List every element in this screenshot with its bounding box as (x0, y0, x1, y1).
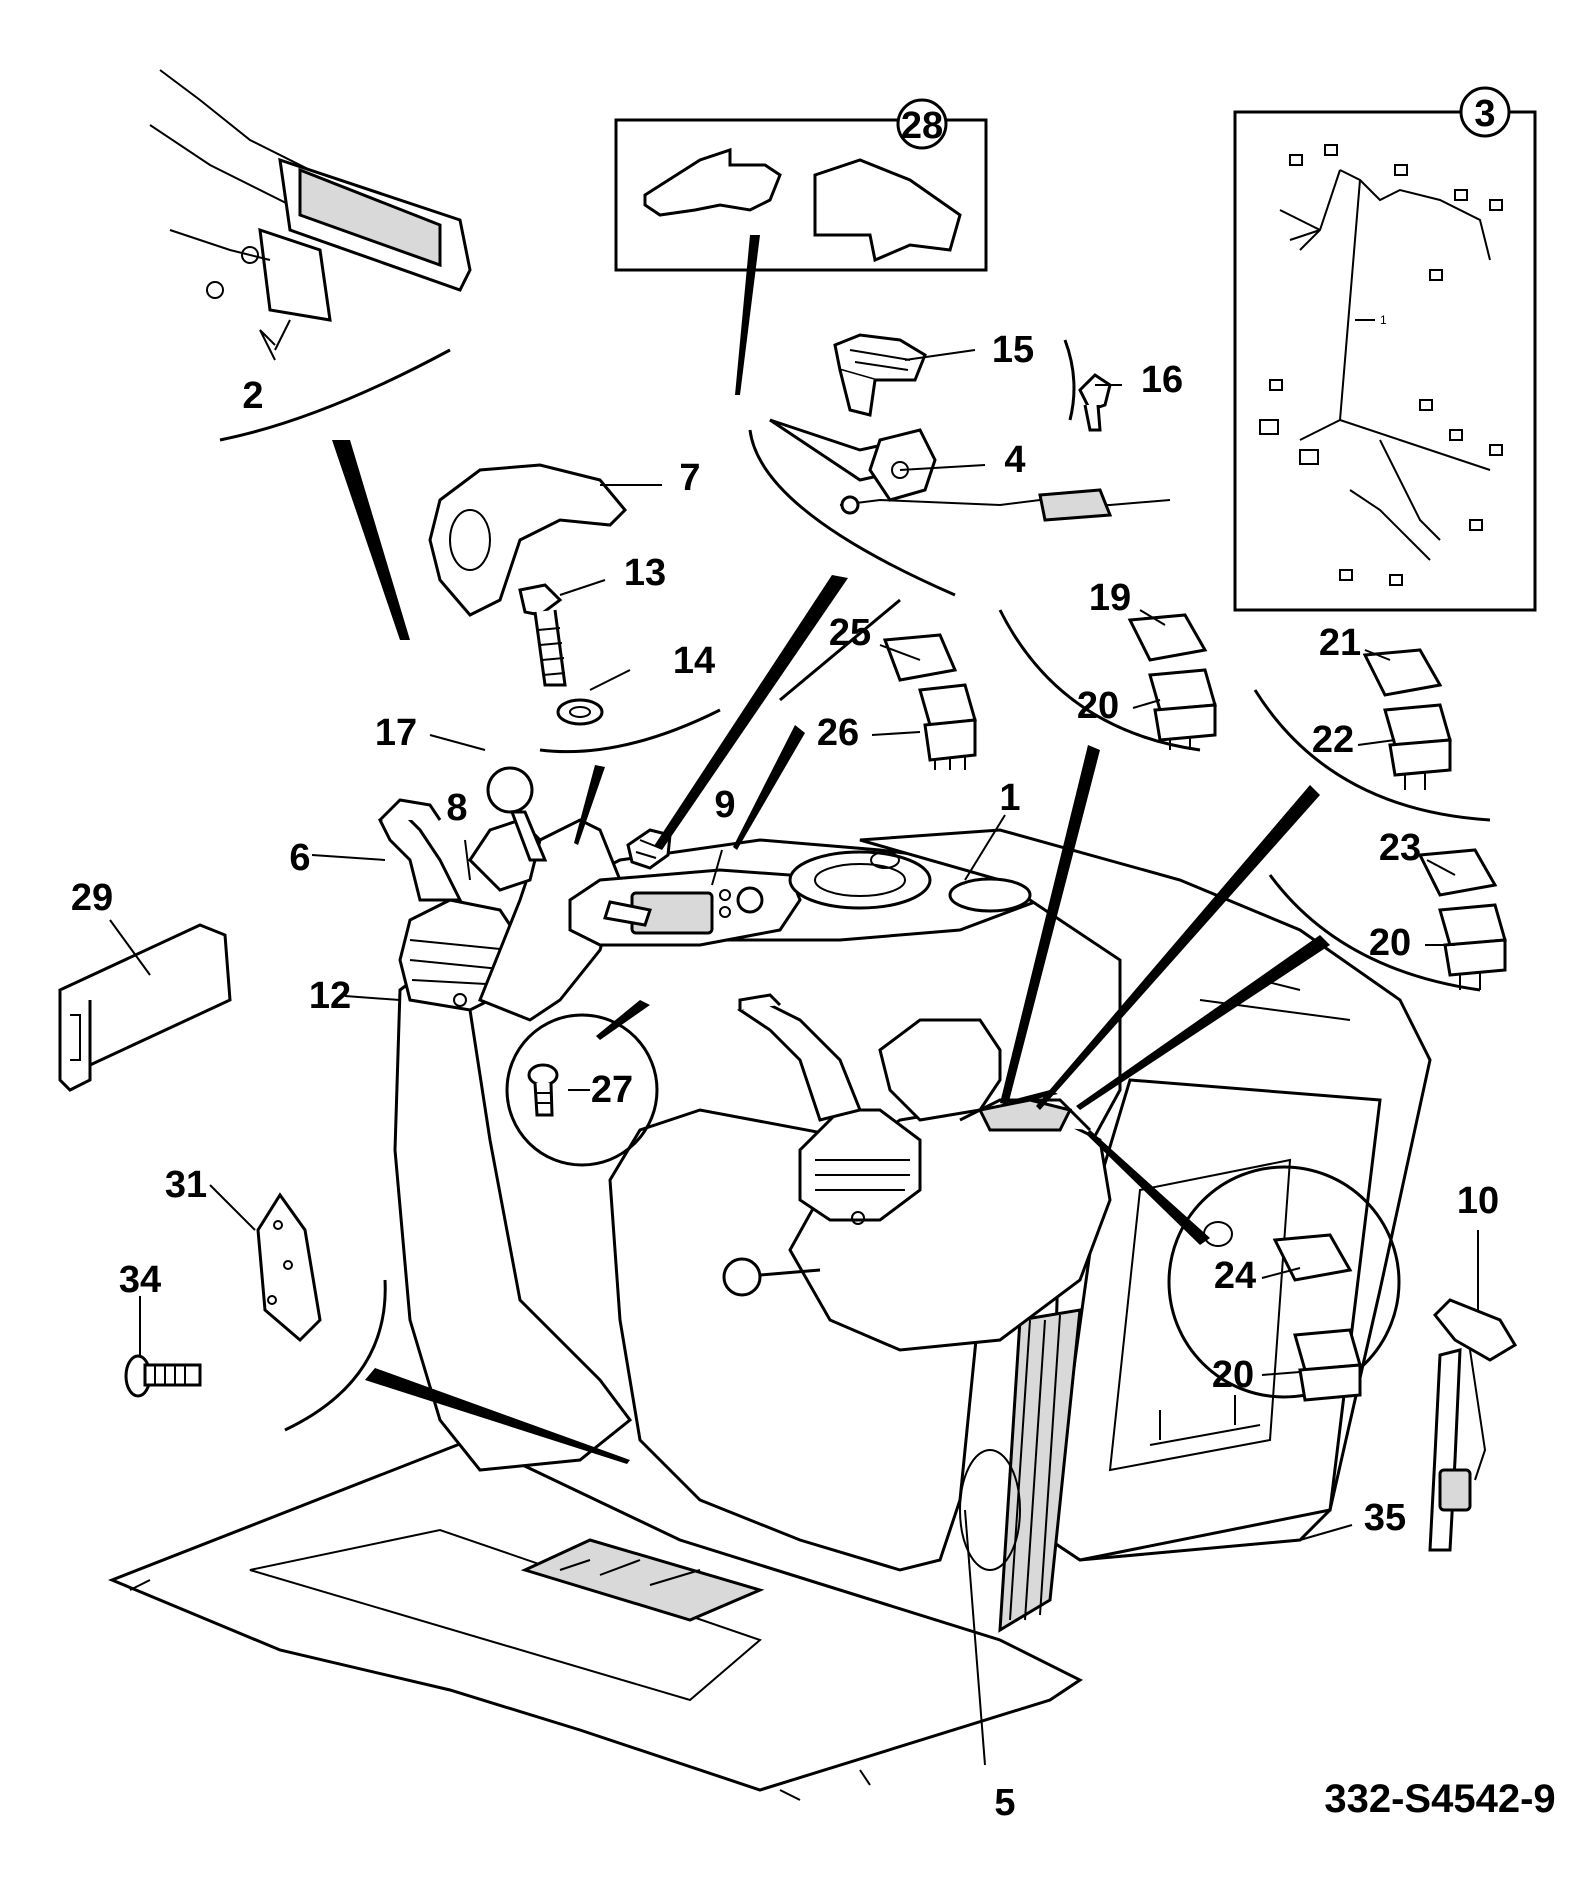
bolt-34 (124, 1354, 202, 1398)
floor-mat (520, 1538, 765, 1622)
detail-circle-switches-19-20 (998, 609, 1217, 752)
detail-circle-switches-21-22 (1253, 648, 1491, 822)
joystick-right (722, 993, 922, 1297)
callout-20-a: 20 (1077, 685, 1119, 727)
callout-20-c: 20 (1212, 1354, 1254, 1396)
harness-sub-label: 1 (1380, 313, 1387, 327)
harness-box-3: 1 3 (1233, 86, 1537, 612)
callout-29: 29 (71, 877, 113, 919)
harness-connectors (1259, 144, 1503, 586)
callout-6: 6 (289, 837, 310, 879)
callout-7: 7 (679, 457, 700, 499)
floor-plate (107, 1438, 1083, 1801)
detail-circle-left (219, 348, 721, 754)
leader-wedges (332, 235, 1330, 1464)
display-pod (568, 868, 802, 947)
detail-arc-lower-left (284, 1279, 387, 1432)
callout-14: 14 (673, 640, 715, 682)
callout-27: 27 (591, 1069, 633, 1111)
callout-28: 28 (901, 105, 943, 147)
callout-20-b: 20 (1369, 922, 1411, 964)
callout-4: 4 (1004, 439, 1025, 481)
callout-23: 23 (1379, 827, 1421, 869)
callout-1: 1 (999, 777, 1020, 819)
callout-12: 12 (309, 975, 351, 1017)
callout-3: 3 (1474, 93, 1495, 135)
detail-circle-switches-25-26 (779, 598, 977, 770)
callout-35: 35 (1364, 1497, 1406, 1539)
detail-circle-top (748, 333, 1171, 597)
callout-22: 22 (1312, 719, 1354, 761)
callout-24: 24 (1214, 1255, 1256, 1297)
callout-26: 26 (817, 712, 859, 754)
callout-17: 17 (375, 712, 417, 754)
drawing-reference: 332-S4542-9 (1324, 1777, 1555, 1821)
vent-assembly-2 (149, 69, 472, 322)
callout-5: 5 (994, 1782, 1015, 1824)
detail-circle-switches-23-20 (1268, 848, 1507, 992)
callout-16: 16 (1141, 359, 1183, 401)
detail-box-28: 28 (614, 98, 988, 272)
callout-leaders (109, 319, 1479, 1766)
tool-10 (1428, 1298, 1518, 1552)
callout-13: 13 (624, 552, 666, 594)
edge-seal-29 (58, 923, 232, 1092)
detail-circle-27 (505, 1013, 659, 1167)
callout-2: 2 (242, 375, 263, 417)
callout-10: 10 (1457, 1180, 1499, 1222)
plate-31 (256, 1192, 322, 1343)
lever-17 (486, 766, 548, 862)
callout-19: 19 (1089, 577, 1131, 619)
callout-labels: 2 7 13 14 17 8 6 29 12 31 34 15 16 4 25 … (71, 329, 1499, 1824)
callout-34: 34 (119, 1259, 161, 1301)
callout-31: 31 (165, 1164, 207, 1206)
callout-15: 15 (992, 329, 1034, 371)
callout-21: 21 (1319, 622, 1361, 664)
callout-25: 25 (829, 612, 871, 654)
callout-9: 9 (714, 784, 735, 826)
cup-holder (788, 850, 1032, 913)
callout-8: 8 (446, 787, 467, 829)
